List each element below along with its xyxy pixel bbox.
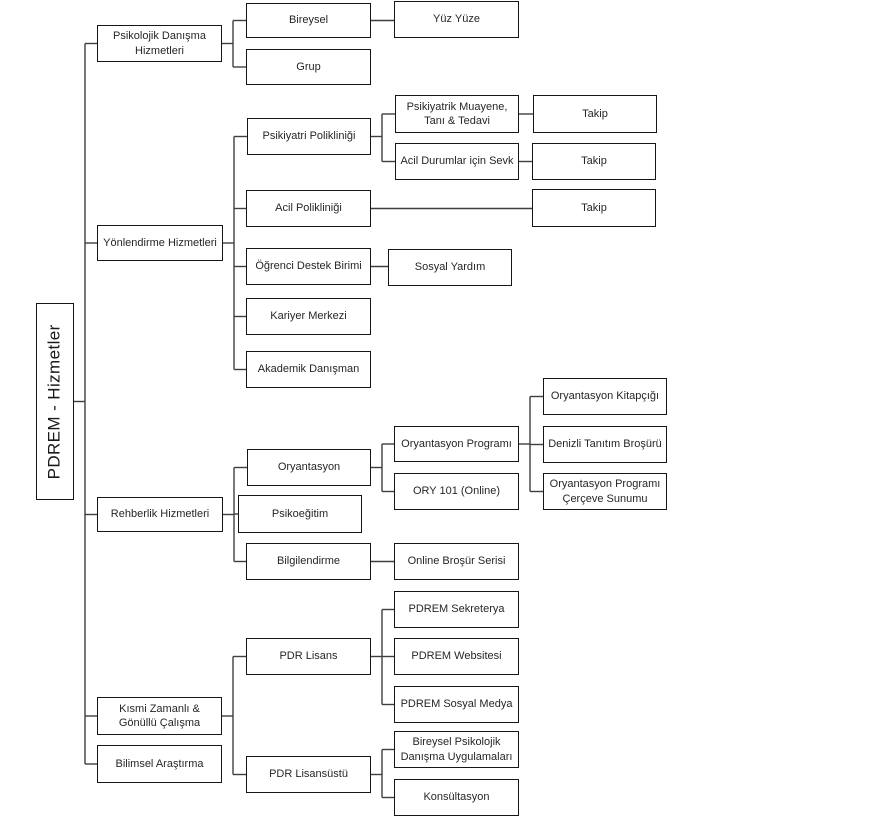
node-label: Acil Polikliniği [275,202,342,215]
node-grup: Grup [246,49,371,85]
node-label: ORY 101 (Online) [412,485,501,498]
node-label: Takip [581,155,607,168]
node-label: Kariyer Merkezi [270,310,347,323]
node-label: PDREM Websitesi [411,650,502,663]
node-denizli-tanitim-brosuru: Denizli Tanıtım Broşürü [543,426,667,463]
node-acil-durumlar-icin-sevk: Acil Durumlar için Sevk [395,143,519,180]
node-label: Bireysel [288,14,329,27]
node-label: Denizli Tanıtım Broşürü [548,438,662,451]
node-label: PDREM Sosyal Medya [400,698,513,711]
node-pdrem-sosyal-medya: PDREM Sosyal Medya [394,686,519,723]
node-takip-1: Takip [533,95,657,133]
node-label: Acil Durumlar için Sevk [400,155,514,168]
node-sosyal-yardim: Sosyal Yardım [388,249,512,286]
node-label: Online Broşür Serisi [407,555,506,568]
node-label: Yüz Yüze [433,13,480,26]
node-pdr-lisansustu: PDR Lisansüstü [246,756,371,793]
node-rehberlik-hizmetleri: Rehberlik Hizmetleri [97,497,223,532]
node-psikolojik-danisma-hizmetleri: Psikolojik Danışma Hizmetleri [97,25,222,62]
node-yuz-yuze: Yüz Yüze [394,1,519,38]
node-konsultasyon: Konsültasyon [394,779,519,816]
node-label: Bireysel Psikolojik Danışma Uygulamaları [400,736,513,763]
node-oryantasyon-kitapcigi: Oryantasyon Kitapçığı [543,378,667,415]
node-label: Takip [582,107,608,120]
node-kariyer-merkezi: Kariyer Merkezi [246,298,371,335]
node-oryantasyon-programi-cerceve-sunumu: Oryantasyon Programı Çerçeve Sunumu [543,473,667,510]
node-online-brosur-serisi: Online Broşür Serisi [394,543,519,580]
node-label: PDREM Sekreterya [408,603,505,616]
node-ory-101-online: ORY 101 (Online) [394,473,519,510]
node-yonlendirme-hizmetleri: Yönlendirme Hizmetleri [97,225,223,261]
node-bilgilendirme: Bilgilendirme [246,543,371,580]
node-label: Takip [581,201,607,214]
node-label: Oryantasyon Programı Çerçeve Sunumu [549,478,661,505]
node-label: Bilgilendirme [277,555,340,568]
node-label: Konsültasyon [423,791,490,804]
node-label: Psikolojik Danışma Hizmetleri [113,30,206,57]
node-pdrem-sekreterya: PDREM Sekreterya [394,591,519,628]
node-psikiyatri-poliklinigi: Psikiyatri Polikliniği [247,118,371,155]
node-label: Grup [296,60,321,73]
node-psikoegitim: Psikoeğitim [238,495,362,533]
node-label: PDR Lisans [279,650,338,663]
node-kismi-zamanli-gonullu-calisma: Kısmi Zamanlı & Gönüllü Çalışma [97,697,222,735]
node-label: Kısmi Zamanlı & Gönüllü Çalışma [118,702,201,729]
node-bilimsel-arastirma: Bilimsel Araştırma [97,745,222,783]
node-label: Psikiyatrik Muayene, Tanı & Tedavi [406,100,508,127]
node-label: Yönlendirme Hizmetleri [103,236,217,249]
node-label: PDR Lisansüstü [269,768,348,781]
node-takip-2: Takip [532,143,656,180]
node-label: Öğrenci Destek Birimi [255,260,362,273]
node-pdrem-websitesi: PDREM Websitesi [394,638,519,675]
node-pdrem-hizmetler: PDREM - Hizmetler [36,303,74,500]
node-bireysel-psikolojik-danisma-uygulamalari: Bireysel Psikolojik Danışma Uygulamaları [394,731,519,768]
node-label: Oryantasyon Kitapçığı [550,390,660,403]
node-label: Akademik Danışman [257,363,360,376]
node-label: Oryantasyon Programı [401,437,512,450]
node-psikiyatrik-muayene-tani-tedavi: Psikiyatrik Muayene, Tanı & Tedavi [395,95,519,133]
node-label: Psikiyatri Polikliniği [262,130,356,143]
node-ogrenci-destek-birimi: Öğrenci Destek Birimi [246,248,371,285]
node-pdr-lisans: PDR Lisans [246,638,371,675]
node-label: Sosyal Yardım [414,261,486,274]
node-oryantasyon-programi: Oryantasyon Programı [394,426,519,462]
node-label: PDREM - Hizmetler [45,323,65,480]
node-label: Rehberlik Hizmetleri [110,508,210,521]
node-bireysel: Bireysel [246,3,371,38]
node-akademik-danisman: Akademik Danışman [246,351,371,388]
node-acil-poliklinigi: Acil Polikliniği [246,190,371,227]
node-oryantasyon: Oryantasyon [247,449,371,486]
node-label: Psikoeğitim [271,507,329,520]
node-takip-3: Takip [532,189,656,227]
node-label: Oryantasyon [277,461,341,474]
node-label: Bilimsel Araştırma [115,757,204,770]
